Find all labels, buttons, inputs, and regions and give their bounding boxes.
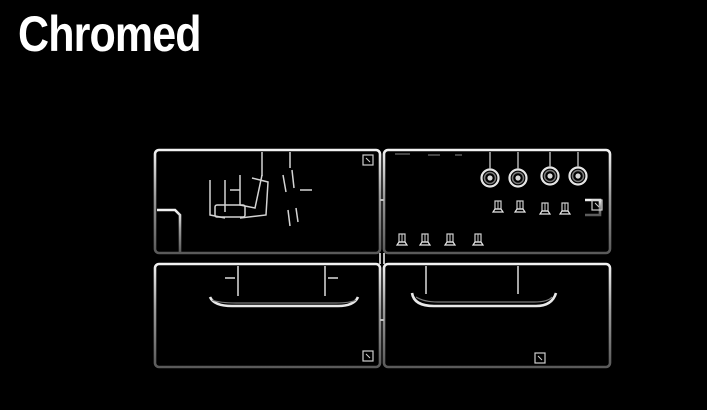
sprue-frame-bottom-right bbox=[382, 262, 612, 369]
sprue-tabs bbox=[362, 154, 603, 364]
bumper-part-right bbox=[410, 266, 558, 308]
page-title: Chromed bbox=[18, 6, 202, 62]
sprue-frame-top-left bbox=[153, 148, 382, 255]
sprue-frame-bottom-left bbox=[153, 262, 382, 369]
bumper-part-left bbox=[208, 266, 360, 308]
knob-parts bbox=[396, 200, 571, 246]
sprue-markings bbox=[395, 153, 462, 156]
mirror-bracket-parts bbox=[209, 152, 312, 227]
sprue-gates bbox=[379, 199, 385, 321]
wheel-hub-parts bbox=[480, 152, 588, 188]
